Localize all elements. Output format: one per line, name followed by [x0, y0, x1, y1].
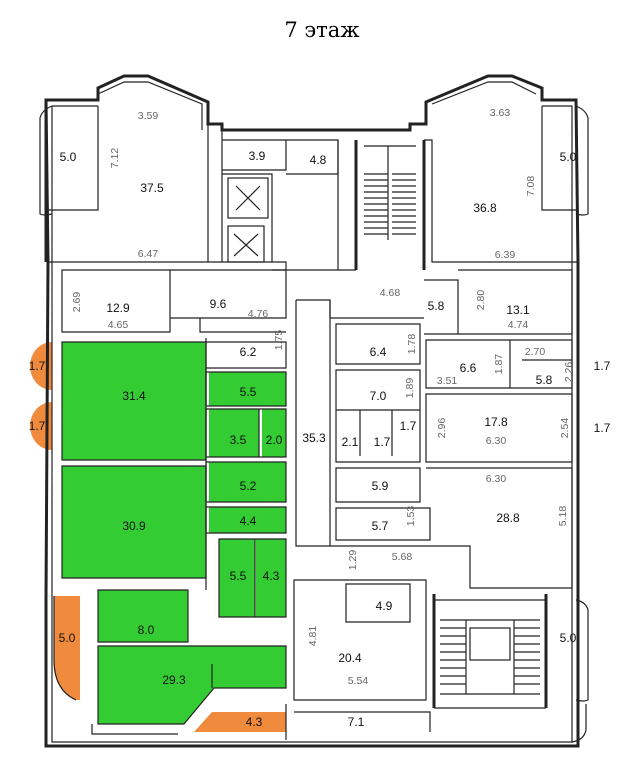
dimension-label: 5.54: [348, 675, 369, 687]
balcony-area-label: 1.7: [29, 359, 46, 373]
room-5-5b-fill[interactable]: [219, 539, 255, 617]
room-area-label: 20.4: [338, 651, 362, 665]
room-area-label: 9.6: [210, 297, 227, 311]
dimension-label: 5.68: [392, 551, 413, 563]
room-area-label: 17.8: [484, 415, 508, 429]
room-area-label: 5.7: [372, 519, 389, 533]
dimension-label: 2.54: [559, 418, 571, 439]
dimension-label: 6.47: [138, 248, 159, 260]
room-area-label: 36.8: [473, 201, 497, 215]
room-4-3-fill[interactable]: [256, 539, 286, 617]
room-area-label: 37.5: [140, 181, 164, 195]
dimension-label: 1.89: [404, 378, 416, 399]
dimension-label: 1.78: [406, 334, 418, 355]
room-31-4-fill[interactable]: [62, 342, 206, 460]
room-area-label: 4.4: [240, 514, 257, 528]
room-area-label: 29.3: [162, 673, 186, 687]
room-area-label: 4.3: [263, 569, 280, 583]
dimension-label: 4.76: [248, 308, 269, 320]
room-area-label: 4.3: [246, 715, 263, 729]
room-area-label: 5.9: [372, 479, 389, 493]
balcony-area-label: 5.0: [60, 150, 77, 164]
room-area-label: 4.9: [376, 599, 393, 613]
dimension-label: 2.80: [475, 290, 487, 311]
room-2-0-fill[interactable]: [262, 409, 286, 457]
floor-title: 7 этаж: [284, 18, 360, 42]
dimension-labels: 3.59 7.12 6.47 3.63 7.08 6.39 2.69 4.65 …: [71, 107, 575, 687]
room-area-label: 1.7: [374, 435, 391, 449]
walls: [39, 74, 589, 748]
balcony-left-5-fill[interactable]: [54, 596, 80, 700]
room-area-label: 3.9: [249, 149, 266, 163]
room-area-label: 5.2: [240, 479, 257, 493]
balcony-area-label: 1.7: [594, 359, 611, 373]
room-fills: [30, 342, 286, 732]
dimension-label: 7.08: [525, 176, 537, 197]
dimension-label: 4.74: [508, 319, 529, 331]
dimension-label: 4.68: [380, 287, 401, 299]
balcony-area-label: 1.7: [29, 419, 46, 433]
dimension-label: 4.81: [307, 626, 319, 647]
dimension-label: 7.12: [109, 148, 121, 169]
balcony-area-label: 5.0: [560, 631, 577, 645]
room-area-label: 6.2: [240, 345, 257, 359]
room-5-5-fill[interactable]: [209, 372, 286, 406]
room-area-label: 12.9: [106, 301, 130, 315]
room-area-label: 30.9: [122, 519, 146, 533]
room-3-5-fill[interactable]: [209, 409, 259, 457]
room-area-label: 3.5: [230, 433, 247, 447]
dimension-label: 1.53: [405, 506, 417, 527]
room-29-3-fill[interactable]: [98, 646, 286, 724]
room-area-label: 5.8: [536, 373, 553, 387]
dimension-label: 6.30: [486, 435, 507, 447]
dimension-label: 5.18: [557, 506, 569, 527]
room-area-label: 35.3: [302, 431, 326, 445]
room-area-label: 28.8: [496, 511, 520, 525]
room-area-label: 7.1: [348, 715, 365, 729]
room-area-label: 31.4: [122, 389, 146, 403]
room-area-label: 5.8: [428, 299, 445, 313]
room-4-4-fill[interactable]: [209, 507, 286, 533]
room-labels: 37.5 3.9 4.8 36.8 12.9 9.6 5.8 13.1 6.2 …: [29, 149, 611, 729]
room-30-9-fill[interactable]: [62, 466, 206, 578]
room-area-label: 5.5: [230, 569, 247, 583]
dimension-label: 1.29: [347, 550, 359, 571]
dimension-label: 1.87: [493, 354, 505, 375]
room-area-label: 6.6: [460, 361, 477, 375]
dimension-label: 2.26: [563, 362, 575, 383]
dimension-label: 4.65: [108, 319, 129, 331]
dimension-label: 3.51: [437, 375, 458, 387]
dimension-label: 2.96: [436, 418, 448, 439]
room-area-label: 2.1: [342, 435, 359, 449]
dimension-label: 3.63: [490, 107, 511, 119]
dimension-label: 2.70: [525, 346, 546, 358]
balcony-area-label: 5.0: [59, 631, 76, 645]
room-area-label: 1.7: [400, 419, 417, 433]
room-area-label: 6.4: [370, 345, 387, 359]
balcony-area-label: 5.0: [560, 150, 577, 164]
room-5-2-fill[interactable]: [209, 462, 286, 502]
balcony-4-3-fill[interactable]: [194, 712, 286, 732]
dimension-label: 3.59: [138, 110, 159, 122]
room-8-0-fill[interactable]: [98, 590, 188, 642]
balcony-area-label: 1.7: [594, 421, 611, 435]
dimension-label: 6.30: [486, 473, 507, 485]
room-area-label: 7.0: [370, 389, 387, 403]
room-area-label: 8.0: [138, 623, 155, 637]
dimension-label: 2.69: [71, 292, 83, 313]
room-area-label: 4.8: [310, 153, 327, 167]
room-area-label: 13.1: [506, 303, 530, 317]
room-area-label: 2.0: [266, 433, 283, 447]
dimension-label: 6.39: [495, 249, 516, 261]
dimension-label: 1.75: [273, 330, 285, 351]
room-area-label: 5.5: [240, 385, 257, 399]
